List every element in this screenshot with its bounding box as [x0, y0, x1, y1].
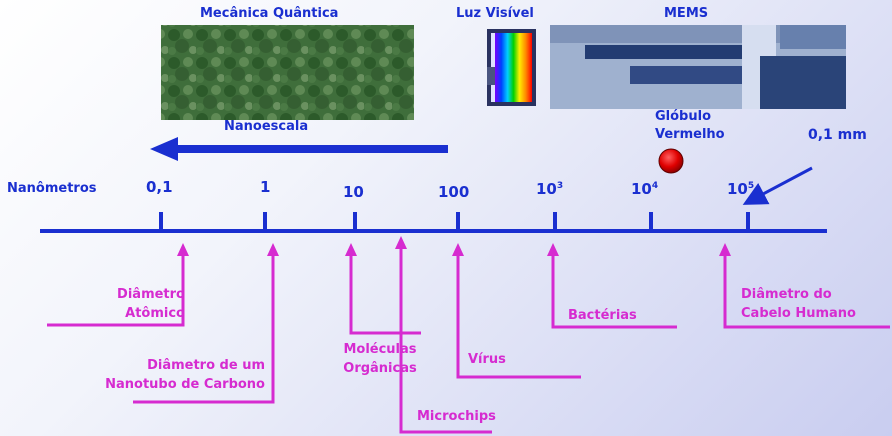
- atomic-line1: Diâmetro: [70, 285, 185, 304]
- nanoscale-arrowhead: [150, 137, 178, 161]
- nanotube-line2: Nanotubo de Carbono: [60, 375, 265, 394]
- red-cell-label-line2: Vermelho: [655, 126, 725, 144]
- red-cell-label-line1: Glóbulo: [655, 108, 725, 126]
- tick-label-0-1: 0,1: [146, 178, 173, 196]
- red-cell-label: Glóbulo Vermelho: [655, 108, 725, 144]
- red-blood-cell: [659, 149, 683, 173]
- axis-unit-label: Nanômetros: [7, 181, 97, 196]
- visible-light-header: Luz Visível: [456, 6, 534, 21]
- scale-axis: [40, 212, 827, 231]
- visible-light-image: [487, 29, 536, 106]
- mems-header: MEMS: [664, 6, 708, 21]
- pointer-microchips: [401, 245, 492, 432]
- hair-line1: Diâmetro do: [741, 285, 856, 304]
- tick-label-10: 10: [343, 183, 364, 201]
- molecules-line1: Moléculas: [330, 340, 430, 359]
- pointer-molecules: [351, 252, 421, 333]
- mm-callout-label: 0,1 mm: [808, 127, 867, 143]
- quantum-image: [161, 25, 414, 120]
- microchips-label: Microchips: [417, 407, 496, 426]
- atomic-line2: Atômico: [70, 304, 185, 323]
- quantum-header: Mecânica Quântica: [200, 6, 338, 21]
- molecules-line2: Orgânicas: [330, 359, 430, 378]
- bacteria-label: Bactérias: [568, 306, 637, 325]
- nanotube-line1: Diâmetro de um: [60, 356, 265, 375]
- mm-pointer-arrow: [748, 168, 812, 202]
- tick-label-10e4: 104: [631, 180, 658, 198]
- callout-arrowheads: [177, 236, 731, 256]
- organic-molecules-label: Moléculas Orgânicas: [330, 340, 430, 378]
- virus-label: Vírus: [468, 350, 506, 369]
- nanoscale-label: Nanoescala: [224, 119, 308, 134]
- tick-label-1: 1: [260, 178, 270, 196]
- tick-label-10e3: 103: [536, 180, 563, 198]
- hair-diameter-label: Diâmetro do Cabelo Humano: [741, 285, 856, 323]
- mems-image: [550, 25, 846, 109]
- callout-pointers: [47, 245, 890, 432]
- nanotube-diameter-label: Diâmetro de um Nanotubo de Carbono: [60, 356, 265, 394]
- hair-line2: Cabelo Humano: [741, 304, 856, 323]
- tick-label-100: 100: [438, 183, 469, 201]
- tick-label-10e5: 105: [727, 180, 754, 198]
- atomic-diameter-label: Diâmetro Atômico: [70, 285, 185, 323]
